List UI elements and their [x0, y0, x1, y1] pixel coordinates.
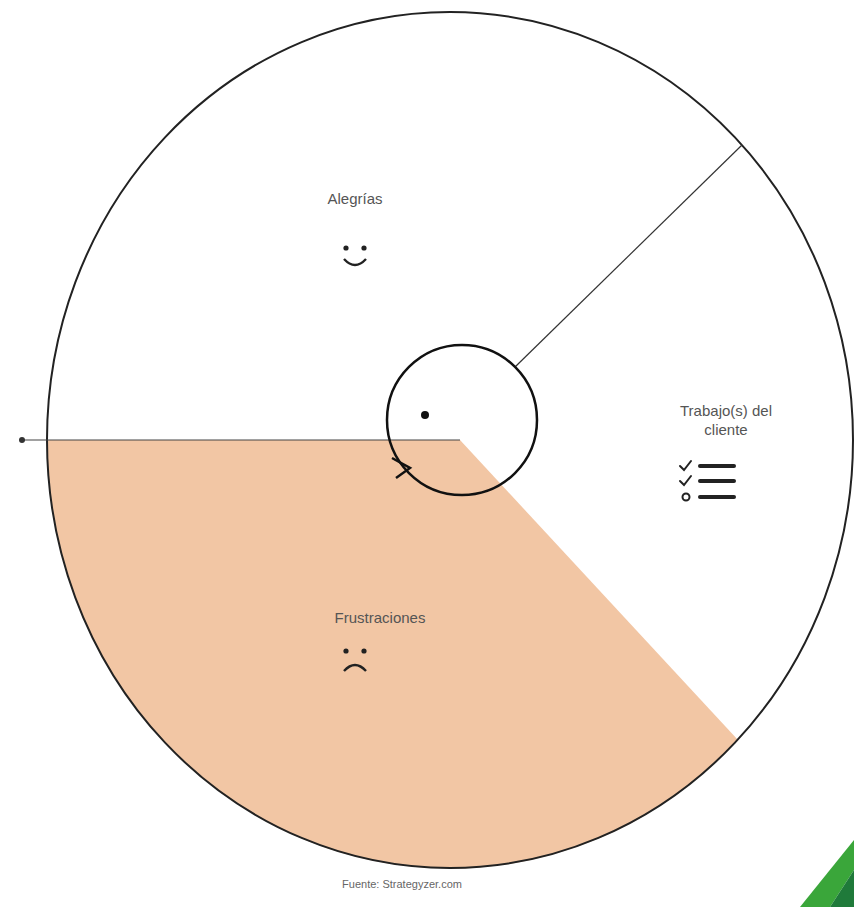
line-end-dot [19, 437, 25, 443]
divider-line [22, 439, 460, 440]
corner-stripe [830, 870, 854, 907]
canvas-sector: Alegrías [321, 185, 388, 213]
head-eye [421, 411, 429, 419]
frustration-region [47, 440, 738, 869]
sector-title: Alegrías [327, 189, 382, 209]
checklist-icon [680, 461, 734, 501]
frown-icon [343, 648, 366, 671]
canvas-sector: Frustraciones [329, 604, 432, 632]
sector-title: Trabajo(s) del cliente [666, 401, 786, 440]
canvas-sector: Trabajo(s) del cliente [660, 397, 792, 444]
divider-line [515, 145, 742, 367]
smiley-icon [343, 245, 366, 265]
sector-title: Frustraciones [335, 608, 426, 628]
corner-stripe [800, 840, 854, 907]
customer-head [387, 345, 537, 495]
head-mouth [392, 458, 410, 478]
source-caption: Fuente: Strategyzer.com [342, 878, 462, 890]
